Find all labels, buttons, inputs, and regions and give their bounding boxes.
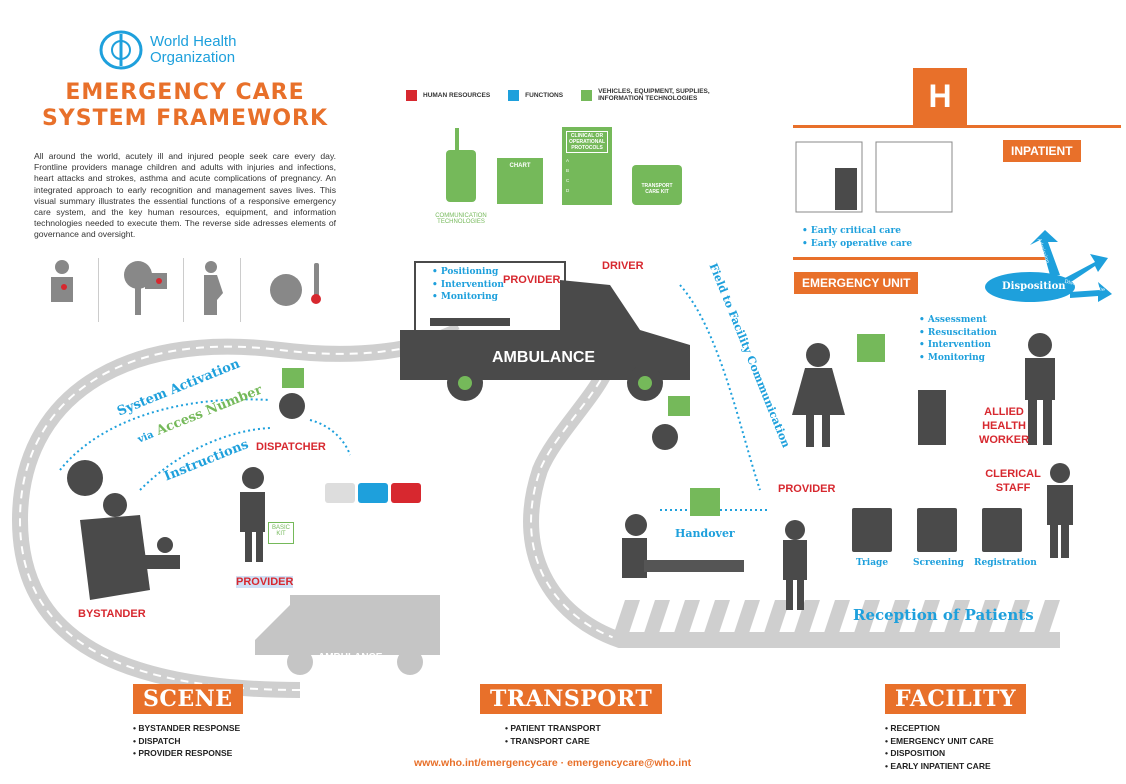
protocols-icon: CLINICAL OR OPERATIONAL PROTOCOLS A B C …: [562, 127, 612, 205]
disposition-ellipse: [985, 272, 1075, 302]
checklist-icon: [690, 488, 720, 516]
inpatient-banner: INPATIENT: [1003, 140, 1081, 162]
legend: HUMAN RESOURCES FUNCTIONS VEHICLES, EQUI…: [406, 88, 731, 102]
bullet-intervention: • Intervention: [432, 279, 504, 290]
transport-kit-icon: TRANSPORT CARE KIT: [632, 165, 682, 205]
scene-ambulance-label: AMBULANCE: [318, 652, 383, 663]
scene-ambulance-icon: [255, 595, 440, 675]
section-scene: SCENE BYSTANDER RESPONSE DISPATCH PROVID…: [133, 684, 243, 760]
disposition-label: Disposition: [1002, 281, 1066, 292]
divider: [240, 258, 241, 322]
inpatient-bullets: • Early critical care • Early operative …: [795, 225, 912, 250]
section-title: SCENE: [133, 684, 243, 714]
legend-human-resources: HUMAN RESOURCES: [406, 88, 490, 102]
communication-label: COMMUNICATION TECHNOLOGIES: [435, 213, 487, 225]
transport-ambulance-icon: [400, 261, 690, 401]
bullet-monitoring: • Monitoring: [919, 352, 985, 363]
bullet-early-critical-care: • Early critical care: [802, 226, 901, 236]
chart-label: CHART: [509, 163, 531, 169]
section-title: TRANSPORT: [480, 684, 663, 714]
eu-bullets: • Assessment • Resuscitation • Intervent…: [912, 314, 997, 364]
sick-child-icon: [269, 263, 321, 306]
bullet-early-operative-care: • Early operative care: [802, 238, 913, 249]
dispatcher-label: DISPATCHER: [256, 441, 326, 453]
intro-text: All around the world, acutely ill and in…: [34, 151, 336, 240]
reception-label: Reception of Patients: [853, 606, 1034, 624]
title-line1: EMERGENCY CARE: [65, 80, 305, 105]
triage-label: Triage: [856, 558, 889, 568]
section-item: PATIENT TRANSPORT: [505, 722, 662, 735]
heart-attack-icon: [51, 260, 73, 302]
bystander-label: BYSTANDER: [78, 608, 146, 620]
registration-label: Registration: [974, 558, 1037, 568]
radio-icon: [446, 150, 476, 202]
section-item: EARLY INPATIENT CARE: [885, 760, 1026, 773]
section-item: EMERGENCY UNIT CARE: [885, 735, 1026, 748]
emergency-unit-banner: EMERGENCY UNIT: [794, 272, 919, 294]
title-line2: SYSTEM FRAMEWORK: [41, 106, 329, 131]
footer-links[interactable]: www.who.int/emergencycare · emergencycar…: [414, 757, 692, 769]
checklist-icon: [668, 396, 690, 416]
kit-label: TRANSPORT CARE KIT: [641, 183, 673, 195]
chart-clipboard-icon: CHART: [497, 158, 543, 204]
condition-icons: [36, 255, 336, 325]
who-emblem-icon: [99, 30, 143, 70]
section-title: FACILITY: [885, 684, 1027, 714]
scene-provider-label: PROVIDER: [236, 576, 294, 588]
hospital-icon: H: [913, 68, 967, 125]
protocols-label: CLINICAL OR OPERATIONAL PROTOCOLS: [566, 131, 608, 153]
protocol-item: B: [566, 168, 570, 173]
divider: [98, 258, 99, 322]
org-name-line1: World Health: [150, 33, 237, 50]
driver-label: DRIVER: [602, 260, 644, 272]
pregnancy-icon: [204, 261, 224, 315]
screening-label: Screening: [913, 558, 964, 568]
section-item: PROVIDER RESPONSE: [133, 747, 243, 760]
section-item: DISPATCH: [133, 735, 243, 748]
protocol-item: D: [566, 188, 570, 193]
section-facility: FACILITY RECEPTION EMERGENCY UNIT CARE D…: [885, 684, 1027, 773]
transport-ambulance-label: AMBULANCE: [492, 349, 596, 366]
bullet-monitoring: • Monitoring: [432, 292, 498, 302]
allied-health-worker-label: ALLIED HEALTH WORKER: [978, 406, 1030, 446]
protocol-item: C: [566, 178, 570, 183]
page-title: EMERGENCY CARE SYSTEM FRAMEWORK: [30, 80, 340, 132]
section-item: DISPOSITION: [885, 747, 1026, 760]
clerical-staff-label: CLERICAL STAFF: [985, 468, 1041, 494]
bullet-resuscitation: • Resuscitation: [919, 327, 997, 338]
section-item: TRANSPORT CARE: [505, 735, 662, 748]
figures: [67, 333, 1073, 610]
bullet-intervention: • Intervention: [919, 340, 991, 350]
who-logo: World Health Organization: [98, 30, 236, 70]
transport-provider-label: PROVIDER: [503, 274, 561, 286]
legend-functions: FUNCTIONS: [508, 88, 563, 102]
bullet-positioning: • Positioning: [432, 267, 499, 277]
radio-antenna: [455, 128, 459, 152]
dispatcher-headset-icon: [279, 393, 305, 419]
transport-bullets: • Positioning • Intervention • Monitorin…: [425, 266, 504, 304]
checklist-icon: [282, 368, 304, 388]
divider: [183, 258, 184, 322]
bystander-speech-icon: [67, 460, 103, 496]
org-name-line2: Organization: [150, 49, 236, 66]
bullet-assessment: • Assessment: [919, 315, 987, 325]
checklist-icon: [857, 334, 885, 362]
handover-label: Handover: [675, 527, 735, 540]
crosswalk: [610, 600, 1060, 645]
facility-provider-label: PROVIDER: [778, 483, 836, 495]
injury-icon: [123, 261, 167, 315]
legend-equipment: VEHICLES, EQUIPMENT, SUPPLIES, INFORMATI…: [581, 88, 731, 102]
section-item: RECEPTION: [885, 722, 1026, 735]
section-item: BYSTANDER RESPONSE: [133, 722, 243, 735]
section-transport: TRANSPORT PATIENT TRANSPORT TRANSPORT CA…: [480, 684, 663, 748]
protocol-item: A: [566, 158, 570, 163]
basic-kit-icon: BASIC KIT: [268, 522, 294, 544]
